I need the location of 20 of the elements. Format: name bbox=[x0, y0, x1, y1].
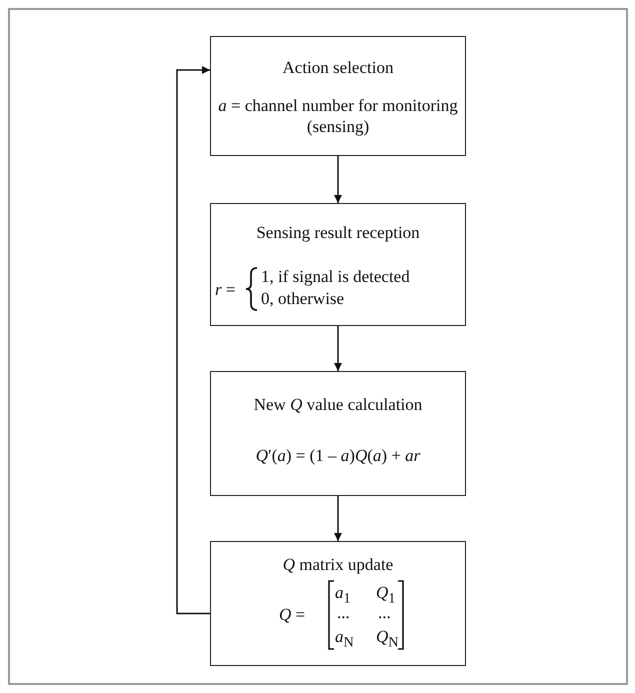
formula: Q′(a) = (1 – a)Q(a) + ar bbox=[254, 445, 422, 466]
matrix-entry: a$_{N}$ bbox=[335, 626, 354, 652]
formula-text: r = bbox=[215, 279, 236, 300]
arrow bbox=[176, 66, 210, 614]
arrow bbox=[334, 156, 342, 203]
process-box bbox=[210, 371, 466, 496]
heading: Q matrix update bbox=[282, 554, 394, 575]
formula-text: 0, otherwise bbox=[261, 288, 344, 309]
process-box bbox=[210, 36, 466, 156]
formula-text: 1, if signal is detected bbox=[261, 266, 410, 287]
formula-text: Q = bbox=[279, 604, 306, 625]
matrix-entry: Q$_{N}$ bbox=[376, 626, 399, 652]
heading: Action selection bbox=[282, 57, 394, 78]
arrow bbox=[334, 326, 342, 371]
process-box bbox=[210, 541, 466, 666]
heading: Sensing result reception bbox=[255, 222, 421, 243]
formula: a = channel number for monitoring (sensing) bbox=[217, 95, 459, 137]
process-box bbox=[210, 203, 466, 326]
arrow bbox=[334, 496, 342, 541]
heading: New Q value calculation bbox=[252, 394, 424, 415]
